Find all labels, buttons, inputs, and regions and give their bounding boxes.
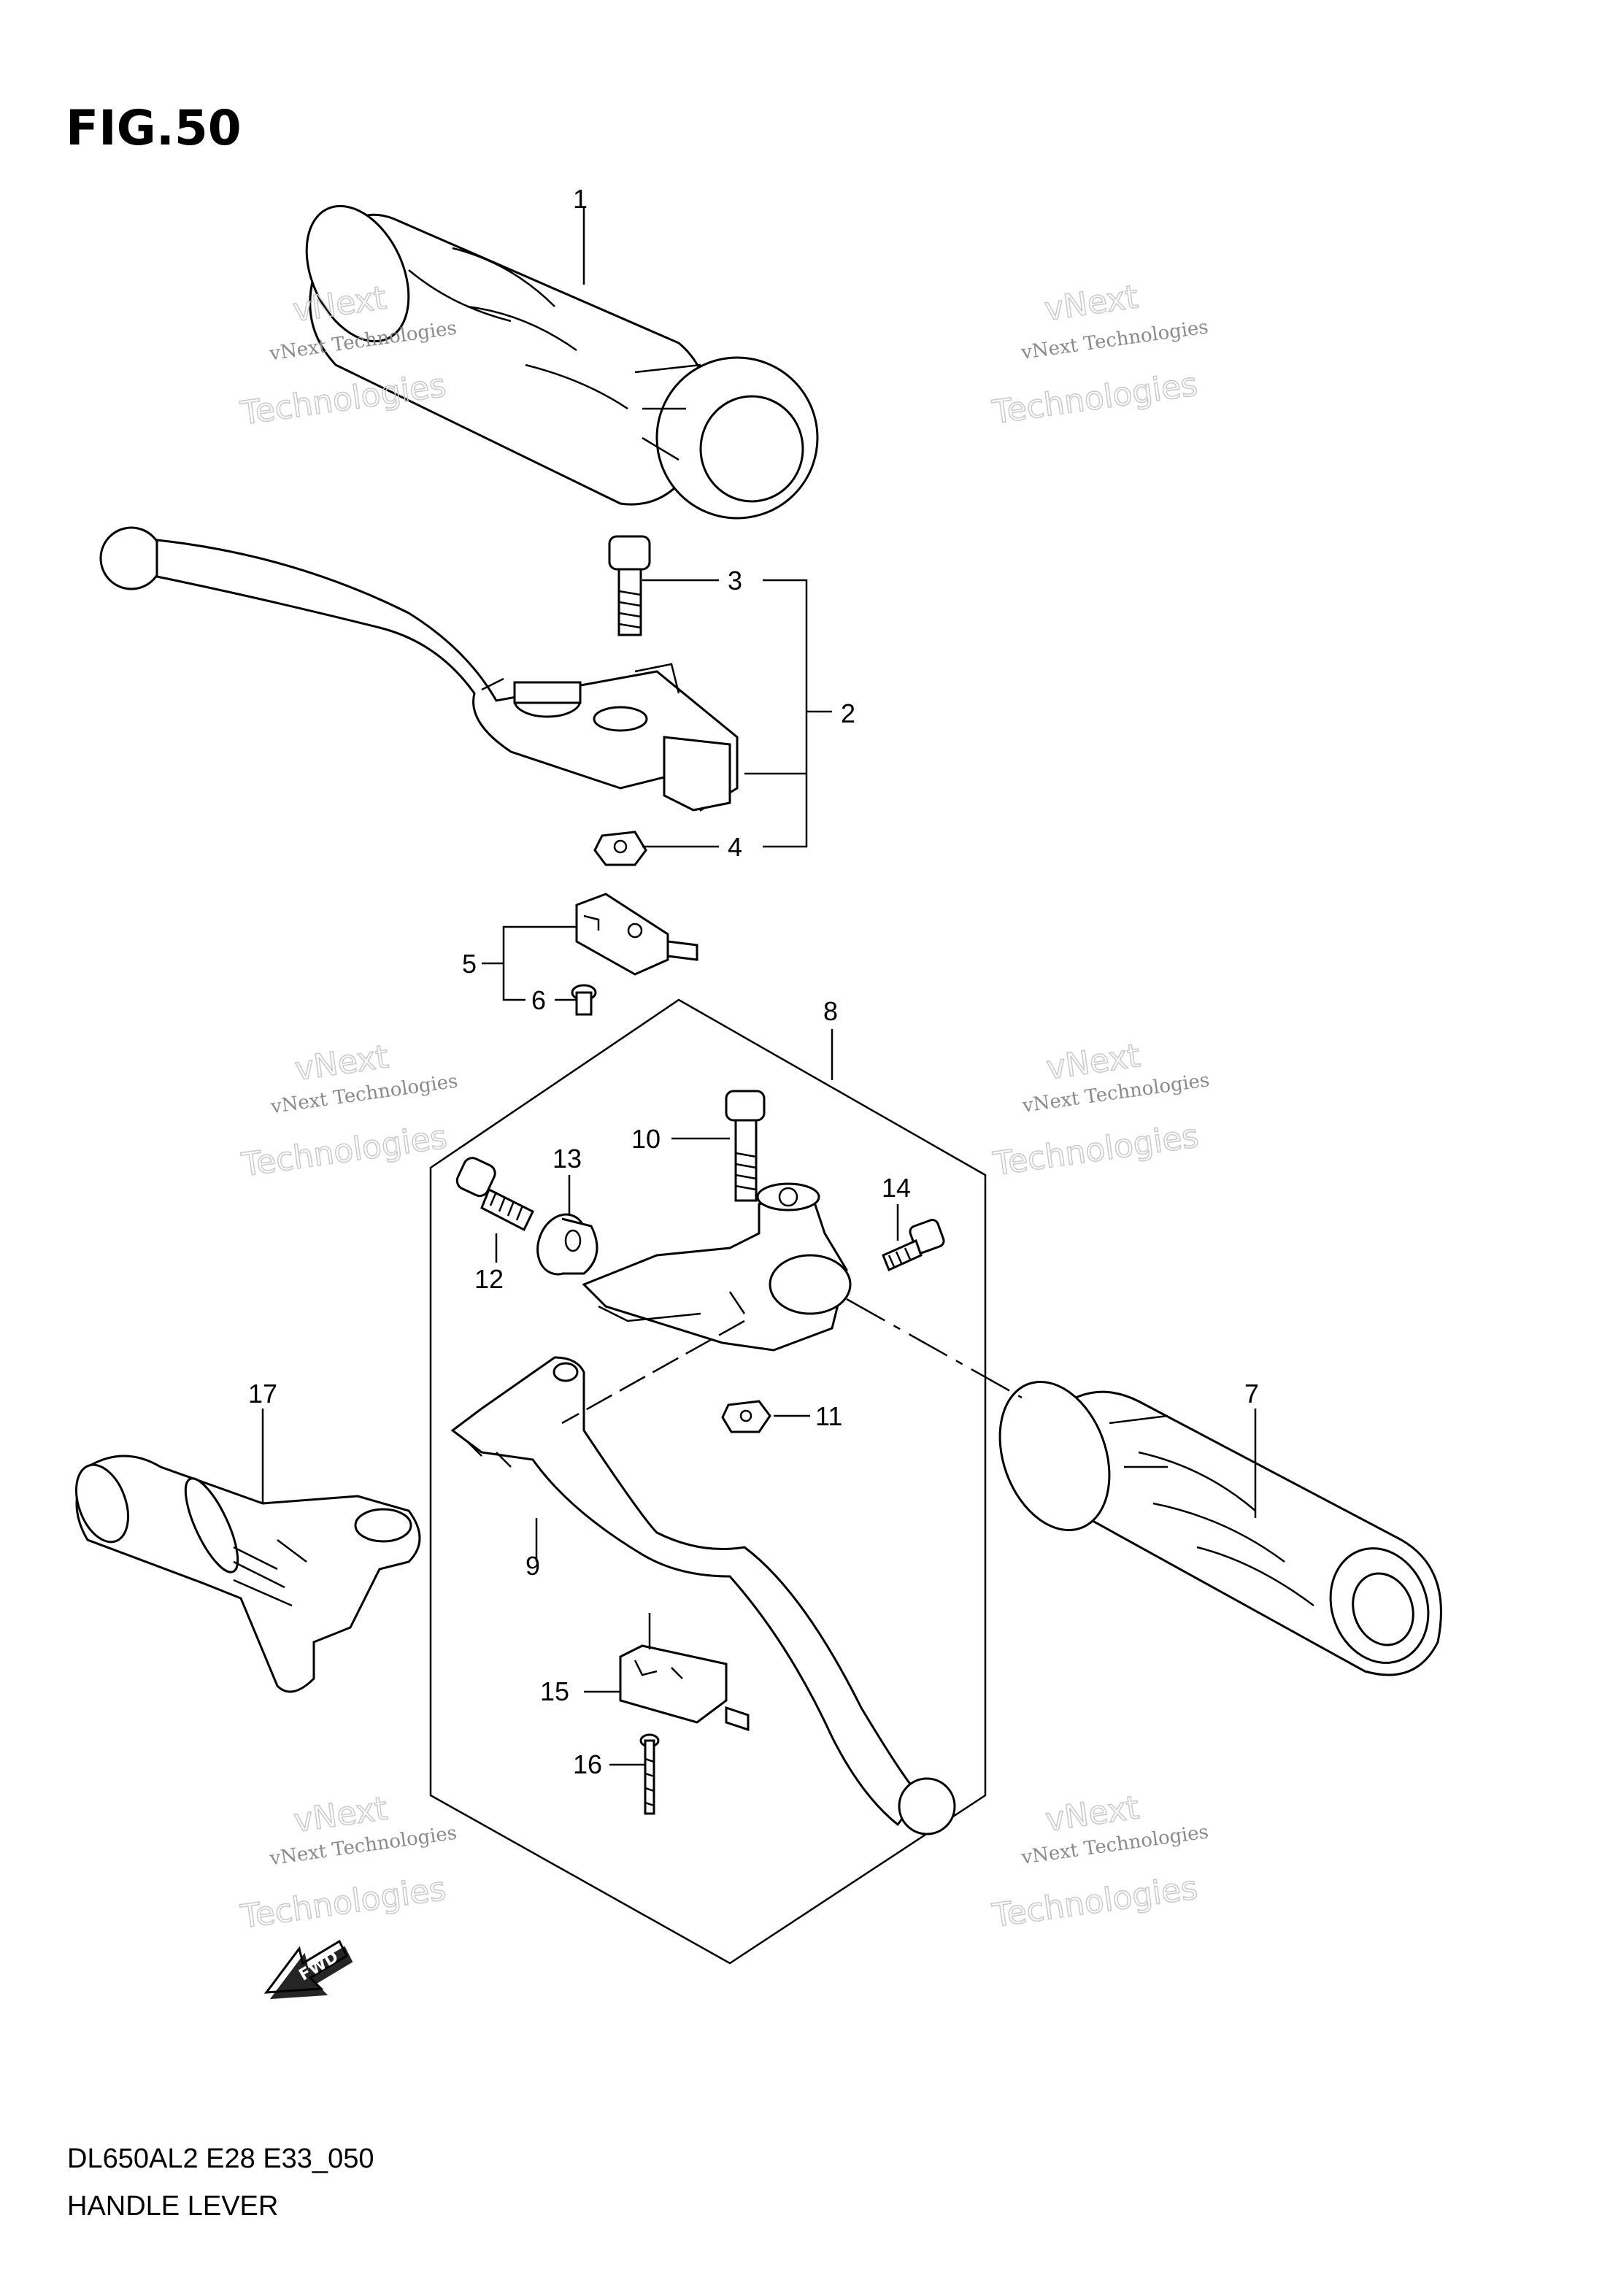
clutch-lever-part <box>450 1356 956 1835</box>
brake-lever-part <box>99 526 739 812</box>
callout-12: 12 <box>474 1264 504 1294</box>
svg-text:Technologies: Technologies <box>990 1869 1200 1935</box>
callout-15: 15 <box>540 1676 569 1706</box>
svg-text:Technologies: Technologies <box>238 1871 448 1936</box>
svg-text:Technologies: Technologies <box>238 367 448 433</box>
callout-5: 5 <box>462 949 477 979</box>
svg-text:vNext: vNext <box>292 1790 390 1840</box>
watermark-bottom-left: vNext vNext Technologies Technologies <box>237 1790 458 1936</box>
lever-cover-part <box>75 1455 421 1693</box>
watermark-bottom-right: vNext vNext Technologies Technologies <box>989 1788 1209 1935</box>
svg-text:vNext: vNext <box>1044 1037 1142 1087</box>
clutch-nut-part <box>721 1400 771 1433</box>
leader-lines <box>261 208 1257 1766</box>
watermark-mid-right: vNext vNext Technologies Technologies <box>990 1036 1211 1183</box>
callout-13: 13 <box>552 1144 582 1174</box>
switch-screw-part <box>571 984 597 1016</box>
pivot-bolt-part <box>608 535 651 636</box>
svg-text:vNext: vNext <box>1042 278 1140 328</box>
adjuster-nut-part <box>536 1213 598 1276</box>
clutch-pivot-bolt-part <box>725 1090 766 1202</box>
brake-switch-part <box>575 893 698 976</box>
watermark-mid-left: vNext vNext Technologies Technologies <box>239 1038 459 1184</box>
callout-1: 1 <box>573 184 588 214</box>
clamp-bolt-part <box>882 1219 945 1272</box>
callout-7: 7 <box>1244 1379 1259 1409</box>
watermark-top-right: vNext vNext Technologies Technologies <box>989 278 1209 432</box>
svg-text:vNext: vNext <box>293 1039 390 1088</box>
assembly-centerline <box>846 1298 1023 1399</box>
throttle-grip-part <box>305 204 819 520</box>
kit-boundary-outline <box>429 998 987 1965</box>
clutch-switch-screw-part <box>639 1733 660 1815</box>
svg-text:Technologies: Technologies <box>239 1118 450 1184</box>
clutch-switch-part <box>619 1644 750 1732</box>
callout-9: 9 <box>525 1551 540 1581</box>
callout-3: 3 <box>728 566 742 596</box>
lock-nut-part <box>593 831 647 866</box>
callout-4: 4 <box>728 832 742 862</box>
adjuster-screw-part <box>455 1157 534 1232</box>
callout-10: 10 <box>631 1124 661 1154</box>
svg-text:Technologies: Technologies <box>990 1117 1201 1183</box>
model-code: DL650AL2 E28 E33_050 <box>67 2143 374 2174</box>
callout-2: 2 <box>841 698 855 728</box>
callout-6: 6 <box>531 985 546 1015</box>
callout-17: 17 <box>248 1379 277 1409</box>
lever-holder-part <box>582 1182 852 1352</box>
figure-title: FIG.50 <box>66 100 242 156</box>
assembly-centerline-2 <box>561 1320 745 1425</box>
svg-text:vNext: vNext <box>1043 1789 1141 1838</box>
callout-16: 16 <box>573 1749 602 1779</box>
callout-14: 14 <box>882 1173 911 1203</box>
figure-caption: HANDLE LEVER <box>67 2191 278 2222</box>
left-grip-part <box>998 1380 1442 1676</box>
callout-8: 8 <box>823 996 838 1026</box>
callout-11: 11 <box>815 1401 842 1431</box>
fwd-arrow-icon: FWD <box>263 1939 353 2000</box>
svg-text:Technologies: Technologies <box>990 366 1200 431</box>
